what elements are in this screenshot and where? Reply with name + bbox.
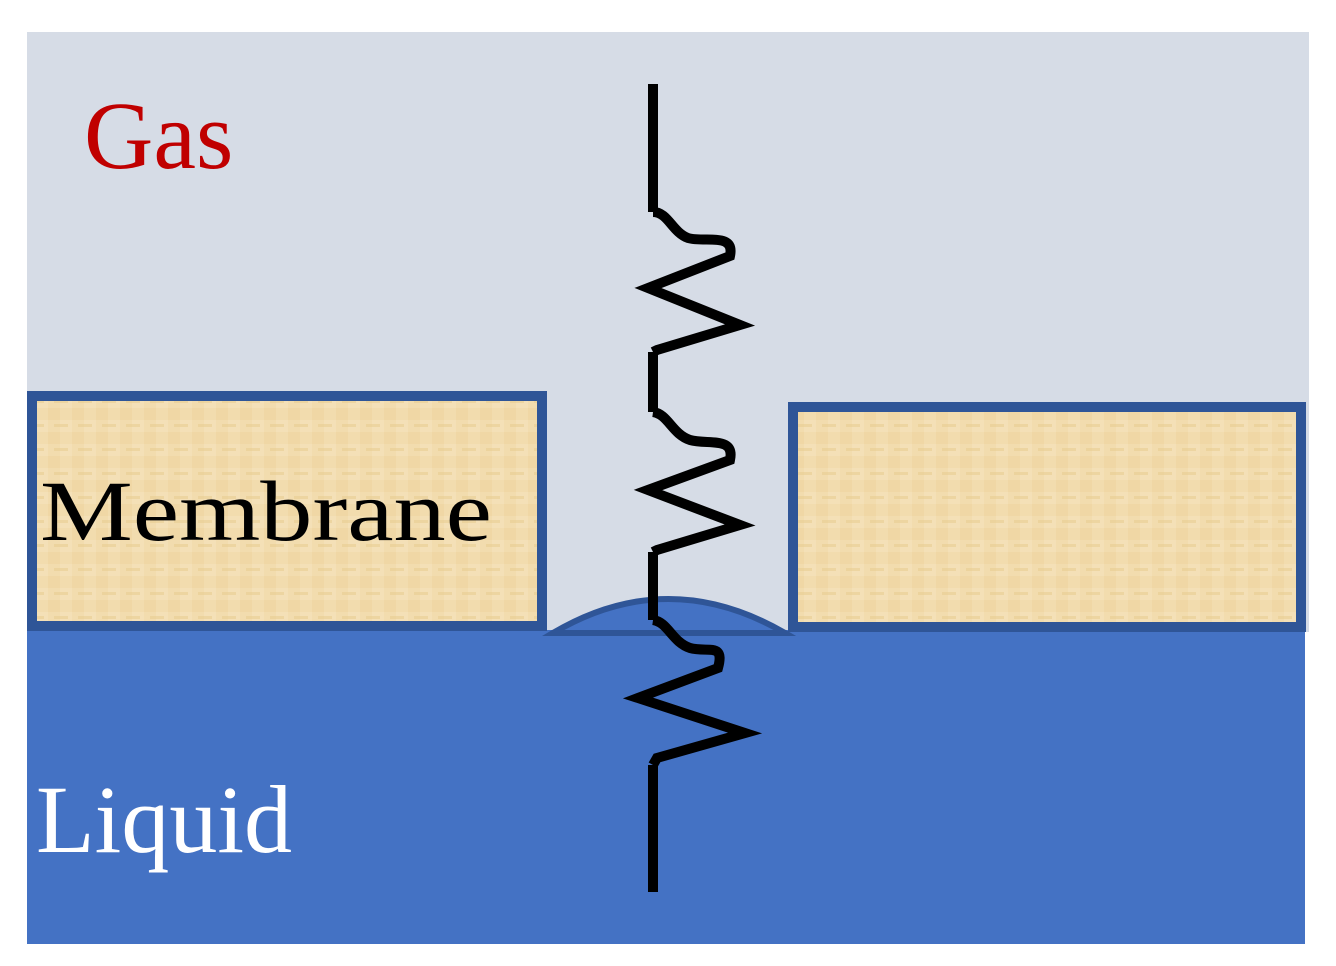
membrane-right	[788, 402, 1306, 632]
resistor-gas	[634, 207, 756, 357]
resistor-liquid	[622, 615, 763, 768]
resistor-series	[622, 84, 763, 892]
liquid-meniscus	[542, 596, 797, 636]
membrane-label: Membrane	[40, 463, 492, 559]
membrane-left	[27, 391, 547, 631]
resistor-membrane	[633, 407, 756, 557]
liquid-label: Liquid	[36, 766, 292, 873]
gas-label: Gas	[84, 82, 233, 189]
